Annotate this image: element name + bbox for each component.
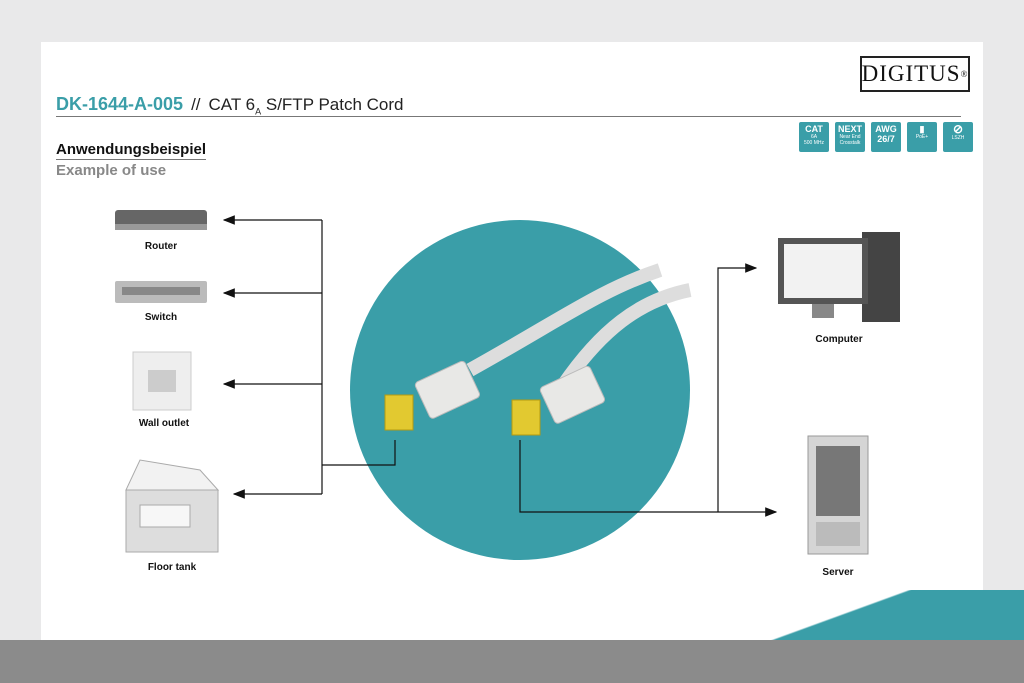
product-name-sub: A (255, 106, 262, 117)
product-name-rest: S/FTP Patch Cord (261, 95, 404, 114)
floor-tank-label: Floor tank (147, 562, 197, 573)
teal-circle (350, 220, 690, 560)
router-label: Router (144, 241, 178, 252)
separator: // (191, 95, 201, 114)
title-rule (56, 116, 961, 117)
badge-lszh: ⊘LSZH (943, 122, 973, 152)
plug-icon: ▮ (919, 124, 925, 134)
wall-outlet-icon (132, 351, 192, 411)
server-label: Server (822, 567, 854, 578)
product-code: DK-1644-A-005 (56, 94, 184, 114)
section-title-en: Example of use (56, 162, 167, 179)
section-title-de: Anwendungsbeispiel (56, 141, 207, 160)
no-fire-icon: ⊘ (952, 122, 964, 136)
bottom-bar (0, 640, 1024, 683)
floor-tank-icon (125, 459, 220, 553)
product-title: DK-1644-A-005 // CAT 6A S/FTP Patch Cord (56, 94, 404, 116)
badge-poe: ▮PoE+ (907, 122, 937, 152)
server-icon (807, 435, 869, 555)
digitus-logo: DIGITUS® (860, 56, 970, 92)
router-icon (115, 210, 207, 230)
patch-cable (384, 263, 692, 436)
switch-icon (115, 281, 207, 303)
decorative-strip (700, 590, 1024, 640)
computer-icon (778, 232, 900, 322)
switch-label: Switch (144, 312, 178, 323)
logo-reg: ® (960, 69, 969, 79)
logo-text: DIGITUS (861, 61, 961, 86)
wall-outlet-label: Wall outlet (138, 418, 190, 429)
product-name: CAT 6 (208, 95, 256, 114)
computer-label: Computer (815, 334, 863, 345)
